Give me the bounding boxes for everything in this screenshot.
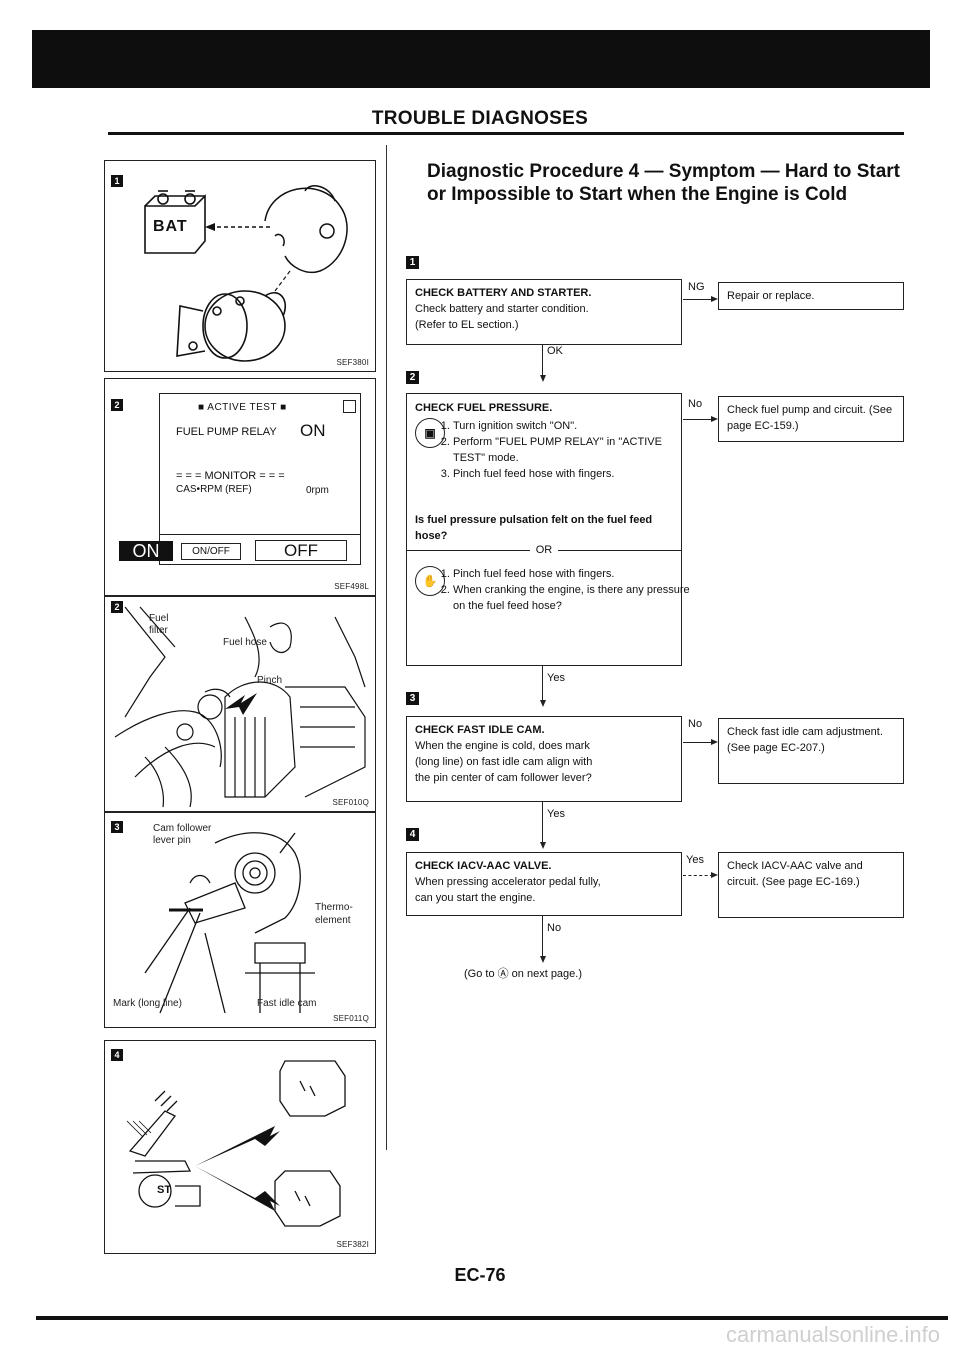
procedure-heading: Diagnostic Procedure 4 — Symptom — Hard … bbox=[427, 161, 900, 205]
figure-battery-starter: 1 SEF380I BAT bbox=[104, 160, 376, 372]
fast-idle-cam-illustration bbox=[144, 832, 315, 1014]
footer-rule bbox=[36, 1316, 948, 1320]
step-line: When the engine is cold, does mark bbox=[415, 740, 590, 752]
on-button: ON bbox=[119, 541, 173, 561]
arrow-right-icon bbox=[711, 296, 718, 302]
figure-number: 2 bbox=[111, 601, 123, 613]
no-action-box: Check fuel pump and circuit. (See page E… bbox=[718, 396, 904, 442]
step-line: When pressing accelerator pedal fully, bbox=[415, 876, 601, 888]
step-title: CHECK BATTERY AND STARTER. bbox=[415, 287, 592, 299]
step1-box: CHECK BATTERY AND STARTER. Check battery… bbox=[406, 279, 682, 345]
header-band bbox=[32, 30, 930, 88]
off-button: OFF bbox=[255, 540, 347, 561]
figure-code: SEF010Q bbox=[332, 798, 369, 807]
no-label: No bbox=[547, 922, 562, 934]
column-divider bbox=[386, 145, 387, 1150]
yes-label: Yes bbox=[547, 672, 565, 684]
figure-code: SEF380I bbox=[336, 358, 369, 367]
step-line: (long line) on fast idle cam align with bbox=[415, 756, 593, 768]
ok-label: OK bbox=[547, 345, 563, 357]
cas-rpm-value: 0rpm bbox=[306, 485, 329, 496]
pinch-label: Pinch bbox=[257, 675, 283, 686]
title-rule bbox=[108, 132, 904, 135]
step-number: 2 bbox=[406, 371, 419, 384]
fuel-filter-label: Fuel filter bbox=[149, 613, 169, 636]
step-title: CHECK FUEL PRESSURE. bbox=[415, 402, 553, 414]
figure-fuel-hose: 2 Fuel filter Fuel hose Pinch SEF010Q bbox=[104, 596, 376, 812]
or-label: OR bbox=[407, 542, 681, 558]
accelerator-engine-illustration bbox=[126, 1060, 346, 1227]
figure-number: 2 bbox=[111, 399, 123, 411]
step3-box: CHECK FAST IDLE CAM. When the engine is … bbox=[406, 716, 682, 802]
figure-number: 3 bbox=[111, 821, 123, 833]
step-line: Check battery and starter condition. bbox=[415, 303, 589, 315]
yes-label: Yes bbox=[547, 808, 565, 820]
ng-label: NG bbox=[688, 281, 705, 293]
figure-number: 4 bbox=[111, 1049, 123, 1061]
fast-idle-cam-label: Fast idle cam bbox=[257, 998, 317, 1009]
consult-screen: ■ ACTIVE TEST ■ FUEL PUMP RELAY ON = = =… bbox=[159, 393, 361, 565]
mark-label: Mark (long line) bbox=[113, 998, 182, 1009]
on-off-button: ON/OFF bbox=[181, 543, 241, 560]
figure-code: SEF011Q bbox=[333, 1014, 369, 1023]
engine-bay-illustration bbox=[114, 606, 366, 808]
arrow-right-icon bbox=[711, 416, 718, 422]
monitor-line: = = = MONITOR = = = bbox=[176, 470, 285, 482]
test-item: FUEL PUMP RELAY bbox=[176, 426, 277, 438]
goto-note: (Go to Ⓐ on next page.) bbox=[464, 968, 583, 980]
thermo-element-label: Thermo-element bbox=[315, 902, 353, 926]
figure-consult-active-test: 2 ■ ACTIVE TEST ■ FUEL PUMP RELAY ON = =… bbox=[104, 378, 376, 596]
step-title: CHECK IACV-AAC VALVE. bbox=[415, 860, 552, 872]
step2-box: CHECK FUEL PRESSURE. ▣ Turn ignition swi… bbox=[406, 393, 690, 666]
step-number: 4 bbox=[406, 828, 419, 841]
battery-label: BAT bbox=[153, 218, 188, 235]
start-key-label: ST bbox=[157, 1184, 172, 1196]
step-title: CHECK FAST IDLE CAM. bbox=[415, 724, 545, 736]
figure-accelerator-start: 4 ST SEF382I bbox=[104, 1040, 376, 1254]
figure-fast-idle-cam: 3 Cam follower lever pin Thermo-element … bbox=[104, 812, 376, 1028]
step-number: 1 bbox=[406, 256, 419, 269]
figure-code: SEF498L bbox=[334, 582, 369, 591]
battery-starter-illustration bbox=[144, 185, 348, 362]
fuel-hose-label: Fuel hose bbox=[223, 637, 267, 648]
step-question: Is fuel pressure pulsation felt on the f… bbox=[415, 514, 653, 542]
arrow-down-icon bbox=[540, 375, 546, 382]
ng-action-box: Repair or replace. bbox=[718, 282, 904, 310]
cam-follower-label: Cam follower lever pin bbox=[153, 823, 212, 846]
consult-icon: ▣ bbox=[415, 418, 445, 448]
arrow-down-icon bbox=[540, 700, 546, 707]
step-number: 3 bbox=[406, 692, 419, 705]
test-item-value: ON bbox=[300, 421, 326, 440]
yes-action-box: Check IACV-AAC valve and circuit. (See p… bbox=[718, 852, 904, 918]
yes-label: Yes bbox=[686, 854, 704, 866]
arrow-down-icon bbox=[540, 842, 546, 849]
watermark: carmanualsonline.info bbox=[725, 1322, 940, 1347]
step-line: (Refer to EL section.) bbox=[415, 319, 519, 331]
figure-code: SEF382I bbox=[336, 1240, 369, 1249]
active-test-header: ■ ACTIVE TEST ■ bbox=[198, 402, 287, 413]
step4-box: CHECK IACV-AAC VALVE. When pressing acce… bbox=[406, 852, 682, 916]
checkbox-icon bbox=[343, 400, 356, 413]
consult-steps: Turn ignition switch "ON". Perform "FUEL… bbox=[427, 418, 693, 482]
arrow-down-icon bbox=[540, 956, 546, 963]
figure-number: 1 bbox=[111, 175, 123, 187]
hand-icon: ✋ bbox=[415, 566, 445, 596]
no-label: No bbox=[688, 718, 703, 730]
section-title: TROUBLE DIAGNOSES bbox=[371, 108, 589, 129]
arrow-right-icon bbox=[711, 872, 718, 878]
no-action-box: Check fast idle cam adjustment. (See pag… bbox=[718, 718, 904, 784]
no-label: No bbox=[688, 398, 703, 410]
cas-rpm-label: CAS•RPM (REF) bbox=[176, 484, 252, 495]
step-line: the pin center of cam follower lever? bbox=[415, 772, 592, 784]
arrow-right-icon bbox=[711, 739, 718, 745]
alt-steps: Pinch fuel feed hose with fingers. When … bbox=[427, 566, 693, 614]
step-line: can you start the engine. bbox=[415, 892, 536, 904]
page-number: EC-76 bbox=[454, 1265, 506, 1285]
